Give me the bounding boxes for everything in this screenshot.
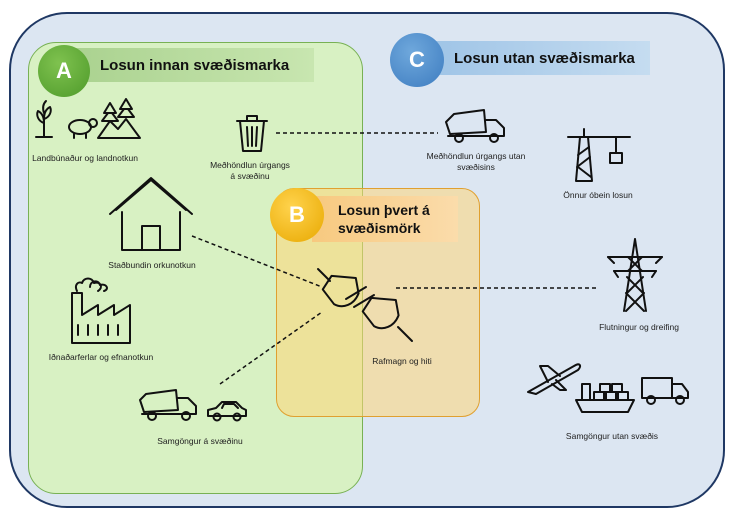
region-c-title: Losun utan svæðismarka xyxy=(418,41,650,75)
region-a-badge: A xyxy=(38,45,90,97)
transport-out-label: Samgöngur utan svæðis xyxy=(565,431,659,441)
transport-in-label: Samgöngur á svæðinu xyxy=(157,436,243,446)
waste-out-label-line1: Meðhöndlun úrgangs utan xyxy=(426,151,526,161)
region-a-title: Losun innan svæðismarka xyxy=(62,48,314,82)
dump-truck-icon xyxy=(139,389,197,421)
waste-in-label: Meðhöndlun úrgangs á svæðinu xyxy=(200,160,300,182)
dump-truck-outside-icon xyxy=(445,109,505,143)
industry-label: Iðnaðarferlar og efnanotkun xyxy=(48,352,154,362)
car-icon xyxy=(207,401,247,422)
waste-in-label-line2: á svæðinu xyxy=(230,171,270,181)
region-b-title-line1: Losun þvert á xyxy=(338,202,430,218)
agriculture-icon xyxy=(35,98,141,139)
cargo-ship-icon xyxy=(575,383,635,413)
electricity-label: Rafmagn og hiti xyxy=(372,356,432,366)
region-b-badge: B xyxy=(270,188,324,242)
crane-icon xyxy=(567,128,631,182)
airplane-icon xyxy=(527,363,582,395)
transmission-label: Flutningur og dreifing xyxy=(599,322,679,332)
trash-bin-icon xyxy=(236,115,268,152)
power-pylon-icon xyxy=(607,238,663,312)
region-b-title-line2: svæðismörk xyxy=(338,220,421,236)
region-b-title: Losun þvert á svæðismörk xyxy=(312,196,458,242)
waste-in-label-line1: Meðhöndlun úrgangs xyxy=(210,160,290,170)
factory-icon xyxy=(71,277,131,344)
truck-icon xyxy=(641,377,689,405)
house-icon xyxy=(109,177,193,251)
waste-out-label-line2: svæðisins xyxy=(457,162,495,172)
waste-out-label: Meðhöndlun úrgangs utan svæðisins xyxy=(416,151,536,173)
stationary-energy-label: Staðbundin orkunotkun xyxy=(108,260,196,270)
agriculture-label: Landbúnaður og landnotkun xyxy=(32,153,138,163)
region-c-badge: C xyxy=(390,33,444,87)
other-indirect-label: Önnur óbein losun xyxy=(563,190,633,200)
plug-icon xyxy=(317,268,413,342)
